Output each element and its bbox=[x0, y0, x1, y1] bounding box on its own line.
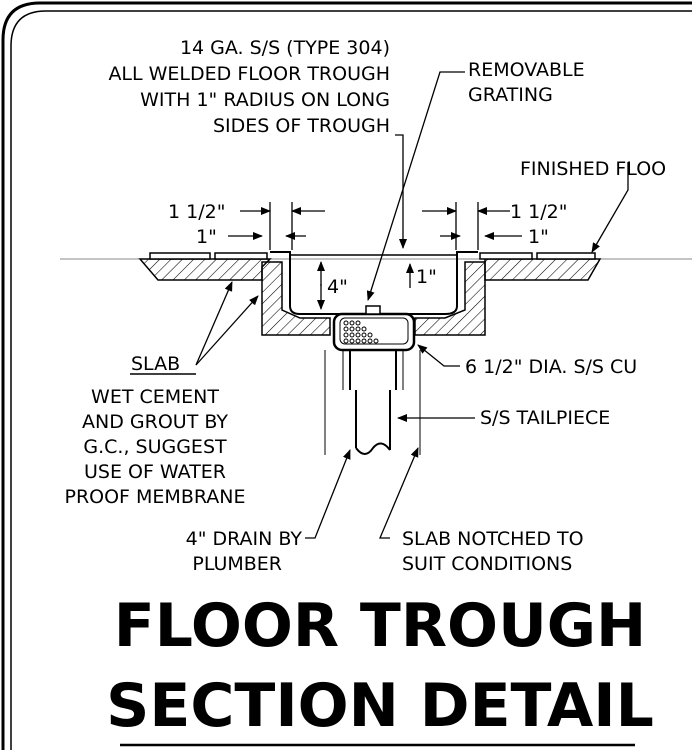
cup-label: 6 1/2" DIA. S/S CU bbox=[465, 356, 637, 378]
leader-notch bbox=[379, 447, 419, 539]
title-line-2: SECTION DETAIL bbox=[106, 671, 654, 741]
trough-spec-line-1: 14 GA. S/S (TYPE 304) bbox=[180, 37, 390, 59]
trough-concrete-section bbox=[261, 261, 331, 336]
leader-cup bbox=[417, 344, 460, 367]
floor-plate-left-1 bbox=[149, 252, 211, 260]
sheet-inner-border bbox=[10, 10, 692, 750]
title-line-1: FLOOR TROUGH bbox=[114, 591, 647, 661]
drain-strainer bbox=[365, 305, 381, 315]
notch-label-line-2: SUIT CONDITIONS bbox=[402, 553, 572, 575]
trough-spec-line-2: ALL WELDED FLOOR TROUGH bbox=[108, 63, 390, 85]
leader-trough-spec bbox=[395, 134, 407, 249]
grating-label-line-1: REMOVABLE bbox=[468, 59, 585, 81]
dim-right-outer: 1 1/2" bbox=[510, 201, 567, 223]
cement-note-line-4: USE OF WATER bbox=[84, 461, 226, 483]
dim-depth: 4" bbox=[327, 276, 348, 298]
floor-plate-right-1 bbox=[479, 252, 533, 260]
leader-grating bbox=[366, 71, 465, 301]
cement-note-line-2: AND GROUT BY bbox=[82, 411, 228, 433]
cement-note-line-3: G.C., SUGGEST bbox=[83, 436, 227, 458]
slab-left-section bbox=[138, 258, 272, 281]
leader-finished-floor bbox=[591, 162, 629, 253]
drain-cup bbox=[332, 312, 416, 352]
trough-spec-line-4: SIDES OF TROUGH bbox=[213, 115, 390, 137]
leader-drain bbox=[305, 449, 351, 539]
cement-note-line-5: PROOF MEMBRANE bbox=[64, 486, 245, 508]
drain-label-line-1: 4" DRAIN BY bbox=[186, 528, 303, 550]
strainer-holes bbox=[343, 320, 379, 344]
tailpiece-label: S/S TAILPIECE bbox=[480, 407, 610, 429]
floor-plate-right-2 bbox=[536, 252, 596, 260]
trough-spec-line-3: WITH 1" RADIUS ON LONG bbox=[140, 89, 390, 111]
leader-slab-b bbox=[195, 295, 259, 366]
cement-note-line-1: WET CEMENT bbox=[91, 386, 219, 408]
dim-recess: 1" bbox=[416, 266, 437, 288]
dim-left-outer: 1 1/2" bbox=[168, 201, 225, 223]
notch-label-line-1: SLAB NOTCHED TO bbox=[402, 528, 584, 550]
dim-right-inner: 1" bbox=[528, 226, 549, 248]
slab-right-section bbox=[484, 258, 602, 281]
drain-label-line-2: PLUMBER bbox=[192, 553, 282, 575]
finished-floor-label: FINISHED FLOO bbox=[520, 158, 666, 180]
leader-slab-a bbox=[195, 281, 233, 366]
grating-label-line-2: GRATING bbox=[468, 84, 553, 106]
dim-left-inner: 1" bbox=[196, 226, 217, 248]
slab-label: SLAB bbox=[131, 353, 180, 375]
floor-plate-left-2 bbox=[214, 252, 268, 260]
pipe-break bbox=[355, 442, 391, 455]
drain-cup-inner bbox=[339, 317, 409, 345]
